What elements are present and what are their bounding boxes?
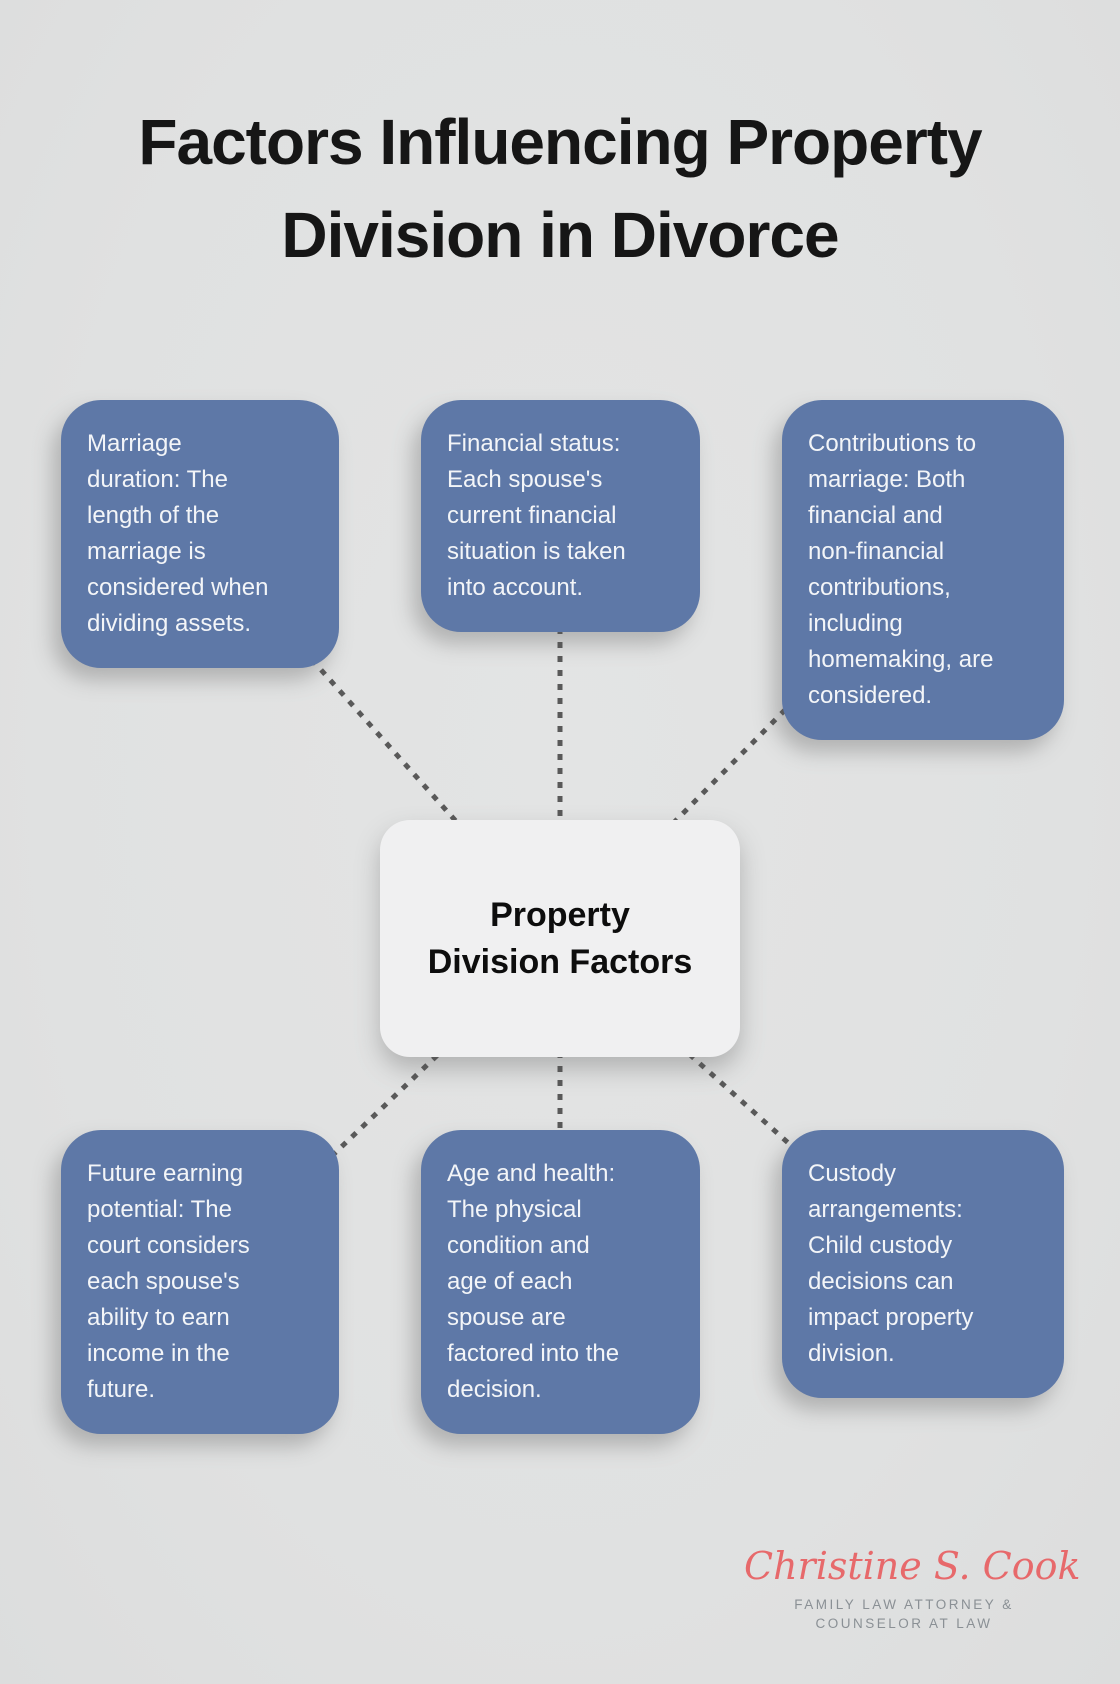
signature-tagline-line2: COUNSELOR AT LAW [815,1615,993,1631]
factor-box-marriage-duration: Marriage duration: The length of the mar… [61,400,339,668]
signature-name: Christine S. Cook [744,1544,1081,1588]
center-node-line2: Division Factors [427,942,693,981]
factor-box-future-earning-potential: Future earning potential: The court cons… [61,1130,339,1434]
factor-text: Financial status: Each spouse's current … [447,430,626,601]
page-title: Factors Influencing Property Division in… [0,96,1120,282]
factor-text: Age and health: The physical condition a… [447,1160,620,1403]
factor-text: Future earning potential: The court cons… [87,1160,250,1403]
factor-text: Marriage duration: The length of the mar… [87,430,269,637]
page-title-line1: Factors Influencing Property [138,106,982,178]
factor-box-financial-status: Financial status: Each spouse's current … [421,400,700,632]
factor-box-custody-arrangements: Custody arrangements: Child custody deci… [782,1130,1064,1398]
center-node-property-division-factors: Property Division Factors [380,820,740,1057]
page-title-line2: Division in Divorce [281,199,839,271]
signature-tagline: FAMILY LAW ATTORNEY & COUNSELOR AT LAW [744,1596,1064,1634]
signature-block: Christine S. Cook FAMILY LAW ATTORNEY & … [744,1544,1081,1634]
signature-tagline-line1: FAMILY LAW ATTORNEY & [794,1597,1014,1612]
factor-box-age-and-health: Age and health: The physical condition a… [421,1130,700,1434]
factor-text: Contributions to marriage: Both financia… [808,430,994,709]
center-node-line1: Property [490,895,630,934]
factor-box-contributions-to-marriage: Contributions to marriage: Both financia… [782,400,1064,740]
factor-text: Custody arrangements: Child custody deci… [808,1160,974,1367]
